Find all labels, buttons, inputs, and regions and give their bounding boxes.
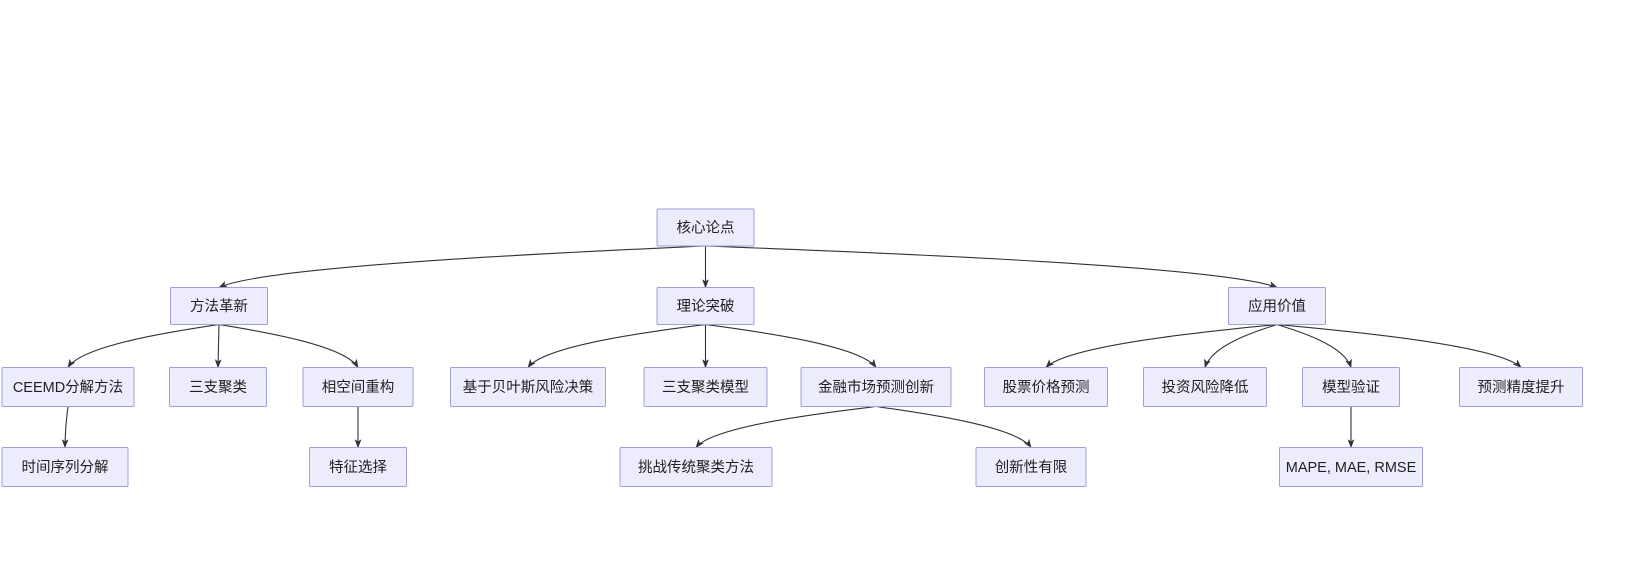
node-box-n_yy[interactable] bbox=[1228, 287, 1326, 325]
edge-n_ll-to-n_byss bbox=[527, 323, 706, 369]
node-label-n_jrsc: 金融市场预测创新 bbox=[818, 379, 934, 396]
node-root[interactable]: 核心论点 bbox=[656, 208, 755, 247]
node-box-n_ll[interactable] bbox=[656, 287, 755, 325]
edge-n_jrsc-to-n_tzct bbox=[695, 405, 877, 449]
node-n_ceemd[interactable]: CEEMD分解方法 bbox=[1, 367, 135, 407]
node-box-n_ycjd[interactable] bbox=[1459, 367, 1583, 407]
node-label-n_byss: 基于贝叶斯风险决策 bbox=[463, 379, 594, 396]
node-label-n_gpjg: 股票价格预测 bbox=[1003, 379, 1090, 396]
node-n_xkj[interactable]: 相空间重构 bbox=[302, 367, 414, 407]
node-label-n_ceemd: CEEMD分解方法 bbox=[13, 379, 123, 396]
node-n_szjlm[interactable]: 三支聚类模型 bbox=[643, 367, 768, 407]
node-label-n_mape: MAPE, MAE, RMSE bbox=[1286, 460, 1417, 476]
node-box-n_mxyz[interactable] bbox=[1302, 367, 1400, 407]
edge-n_fa-to-n_szjl bbox=[214, 324, 222, 369]
node-n_jrsc[interactable]: 金融市场预测创新 bbox=[800, 367, 952, 407]
node-box-n_tzfx[interactable] bbox=[1143, 367, 1267, 407]
edge-n_fa-to-n_xkj bbox=[218, 323, 359, 369]
node-n_tzct[interactable]: 挑战传统聚类方法 bbox=[619, 447, 773, 487]
node-n_szjl[interactable]: 三支聚类 bbox=[169, 367, 267, 407]
node-label-n_yy: 应用价值 bbox=[1248, 297, 1306, 315]
node-label-n_cxxy: 创新性有限 bbox=[995, 459, 1068, 476]
node-box-n_xkj[interactable] bbox=[302, 367, 414, 407]
edge-n_jrsc-to-n_cxxy bbox=[875, 405, 1032, 449]
node-n_ll[interactable]: 理论突破 bbox=[656, 287, 755, 325]
node-box-n_mape[interactable] bbox=[1279, 447, 1423, 487]
node-label-n_fa: 方法革新 bbox=[190, 298, 248, 315]
node-box-n_szjl[interactable] bbox=[169, 367, 267, 407]
edge-n_yy-to-n_gpjg bbox=[1045, 323, 1278, 369]
node-box-n_tzxz[interactable] bbox=[309, 447, 407, 487]
edge-n_yy-to-n_ycjd bbox=[1276, 323, 1522, 369]
node-n_mxyz[interactable]: 模型验证 bbox=[1302, 367, 1400, 407]
node-label-n_tzfx: 投资风险降低 bbox=[1162, 379, 1249, 396]
node-box-n_fa[interactable] bbox=[170, 287, 268, 325]
node-n_byss[interactable]: 基于贝叶斯风险决策 bbox=[450, 367, 606, 407]
node-box-n_cxxy[interactable] bbox=[975, 447, 1087, 487]
node-n_fa[interactable]: 方法革新 bbox=[170, 287, 268, 325]
node-label-n_ycjd: 预测精度提升 bbox=[1478, 379, 1565, 396]
edge-n_fa-to-n_ceemd bbox=[67, 323, 220, 369]
node-label-n_tzct: 挑战传统聚类方法 bbox=[638, 459, 754, 476]
node-n_yy[interactable]: 应用价值 bbox=[1228, 287, 1326, 325]
node-n_sjxl[interactable]: 时间序列分解 bbox=[1, 447, 129, 487]
node-label-n_xkj: 相空间重构 bbox=[322, 379, 395, 396]
node-label-n_mxyz: 模型验证 bbox=[1322, 379, 1380, 396]
edge-n_yy-to-n_mxyz bbox=[1276, 323, 1352, 369]
node-box-n_gpjg[interactable] bbox=[984, 367, 1108, 407]
node-n_mape[interactable]: MAPE, MAE, RMSE bbox=[1279, 447, 1423, 487]
edge-n_ll-to-n_jrsc bbox=[705, 323, 877, 369]
node-box-n_sjxl[interactable] bbox=[1, 447, 129, 487]
node-label-n_szjlm: 三支聚类模型 bbox=[662, 379, 749, 396]
node-label-n_sjxl: 时间序列分解 bbox=[22, 459, 109, 476]
node-box-n_jrsc[interactable] bbox=[800, 367, 952, 407]
edges-layer bbox=[61, 245, 1522, 449]
edge-n_yy-to-n_tzfx bbox=[1204, 323, 1278, 369]
node-n_gpjg[interactable]: 股票价格预测 bbox=[984, 367, 1108, 407]
node-n_tzfx[interactable]: 投资风险降低 bbox=[1143, 367, 1267, 407]
node-label-n_ll: 理论突破 bbox=[677, 298, 735, 315]
node-box-root[interactable] bbox=[656, 208, 755, 247]
node-label-n_szjl: 三支聚类 bbox=[189, 379, 247, 396]
node-box-n_tzct[interactable] bbox=[619, 447, 773, 487]
node-n_ycjd[interactable]: 预测精度提升 bbox=[1459, 367, 1583, 407]
node-box-n_byss[interactable] bbox=[450, 367, 606, 407]
node-box-n_ceemd[interactable] bbox=[1, 367, 135, 407]
node-n_cxxy[interactable]: 创新性有限 bbox=[975, 447, 1087, 487]
edge-root-to-n_yy bbox=[705, 245, 1278, 289]
node-label-n_tzxz: 特征选择 bbox=[329, 459, 387, 476]
node-n_tzxz[interactable]: 特征选择 bbox=[309, 447, 407, 487]
edge-root-to-n_fa bbox=[218, 245, 706, 288]
node-label-root: 核心论点 bbox=[677, 219, 735, 236]
edge-n_ceemd-to-n_sjxl bbox=[61, 406, 69, 449]
node-box-n_szjlm[interactable] bbox=[643, 367, 768, 407]
